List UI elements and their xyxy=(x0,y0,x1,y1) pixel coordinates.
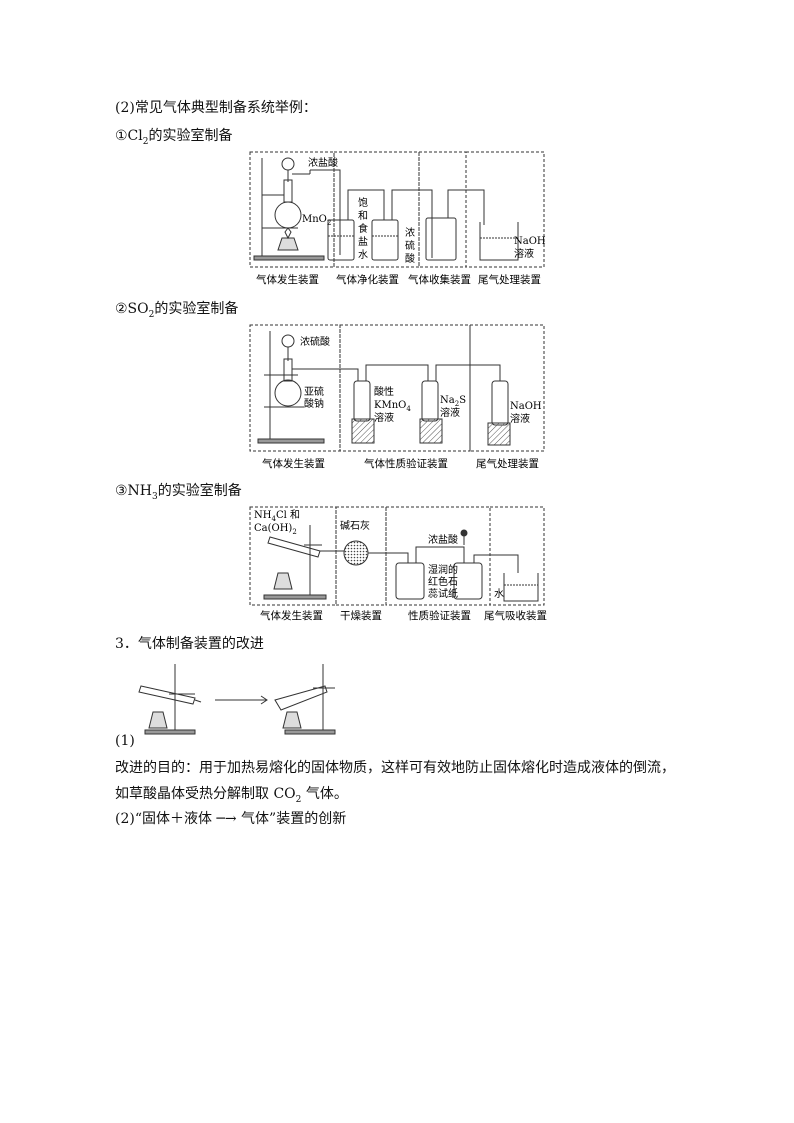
cl2-label-naoh-solution: 溶液 xyxy=(514,247,534,260)
so2-label-kmno4-2: KMnO4 xyxy=(374,400,411,413)
cl2-label-acid: 浓盐酸 xyxy=(308,156,338,169)
so2-label-na2s: Na2S xyxy=(440,395,466,408)
svg-text:蕊试纸: 蕊试纸 xyxy=(428,587,458,600)
so2-label-na2so3-1: 亚硫 xyxy=(304,385,324,398)
so2-apparatus-figure: 浓硫酸 亚硫 酸钠 酸性 KMnO4 溶液 Na2S 溶液 NaOH 溶液 气体… xyxy=(249,324,545,470)
nh3-label-water: 水 xyxy=(494,588,504,600)
svg-text:饱: 饱 xyxy=(358,197,368,209)
cl2-label-mno2: MnO2 xyxy=(302,214,331,227)
section-heading-2: (2)常见气体典型制备系统举例： xyxy=(115,100,317,116)
nh3-caption-generation: 气体发生装置 xyxy=(260,609,323,622)
cl2-label-h2so4: 浓 硫 酸 xyxy=(405,227,415,265)
cl2-label-naoh: NaOH xyxy=(514,236,546,247)
nh3-label-caoh2: Ca(OH)2 xyxy=(254,523,297,536)
so2-caption-generation: 气体发生装置 xyxy=(262,457,325,470)
nh3-label-litmus-paper: 湿润的 红色石 蕊试纸 xyxy=(428,563,458,600)
cl2-title: ①Cl2的实验室制备 xyxy=(115,128,233,147)
nh3-label-nh4cl: NH4Cl 和 xyxy=(254,509,300,523)
svg-text:浓: 浓 xyxy=(405,227,415,239)
so2-title: ②SO2的实验室制备 xyxy=(115,301,239,320)
so2-caption-tail-gas: 尾气处理装置 xyxy=(476,457,539,470)
cl2-caption-collection: 气体收集装置 xyxy=(408,273,471,286)
svg-text:盐: 盐 xyxy=(358,235,368,248)
nh3-label-soda-lime: 碱石灰 xyxy=(340,519,370,532)
cl2-caption-generation: 气体发生装置 xyxy=(256,273,319,286)
so2-label-kmno4-1: 酸性 xyxy=(374,385,394,398)
cl2-caption-purification: 气体净化装置 xyxy=(336,273,399,286)
svg-text:红色石: 红色石 xyxy=(428,575,458,588)
cl2-caption-tail-gas: 尾气处理装置 xyxy=(478,273,541,286)
svg-text:酸: 酸 xyxy=(405,252,415,265)
nh3-caption-drying: 干燥装置 xyxy=(340,609,382,622)
improvement-purpose: 改进的目的：用于加热易熔化的固体物质，这样可有效地防止固体熔化时造成液体的倒流， xyxy=(115,760,675,776)
nh3-caption-verification: 性质验证装置 xyxy=(408,609,471,622)
so2-label-naoh: NaOH xyxy=(510,401,542,412)
so2-label-naoh-solution: 溶液 xyxy=(510,412,530,425)
nh3-title: ③NH3的实验室制备 xyxy=(115,483,242,502)
svg-text:水: 水 xyxy=(358,249,368,261)
nh3-apparatus-figure: NH4Cl 和 Ca(OH)2 碱石灰 浓盐酸 湿润的 红色石 蕊试纸 水 气体… xyxy=(249,506,547,622)
section-3-heading: 3．气体制备装置的改进 xyxy=(115,636,264,652)
svg-text:食: 食 xyxy=(358,222,368,235)
item-1-label: (1) xyxy=(115,733,135,749)
so2-label-na2so3-2: 酸钠 xyxy=(304,397,324,410)
improvement-figure xyxy=(138,664,336,735)
so2-label-na2s-solution: 溶液 xyxy=(440,406,460,419)
svg-text:硫: 硫 xyxy=(405,239,415,252)
cl2-apparatus-figure: 浓盐酸 MnO2 饱 和 食 盐 水 浓 硫 酸 NaOH 溶液 气体发生装置 … xyxy=(249,151,546,286)
nh3-caption-absorption: 尾气吸收装置 xyxy=(484,609,547,622)
cl2-label-brine: 饱 和 食 盐 水 xyxy=(358,197,368,261)
svg-text:湿润的: 湿润的 xyxy=(428,563,458,576)
so2-label-acid: 浓硫酸 xyxy=(300,335,330,348)
so2-label-kmno4-3: 溶液 xyxy=(374,411,394,424)
so2-caption-verification: 气体性质验证装置 xyxy=(364,457,448,470)
svg-text:和: 和 xyxy=(358,210,368,222)
nh3-label-hcl: 浓盐酸 xyxy=(428,533,458,546)
improvement-example: 如草酸晶体受热分解制取 CO2 气体。 xyxy=(115,786,348,805)
item-2-heading: (2)“固体＋液体 ─→ 气体”装置的创新 xyxy=(115,811,347,827)
